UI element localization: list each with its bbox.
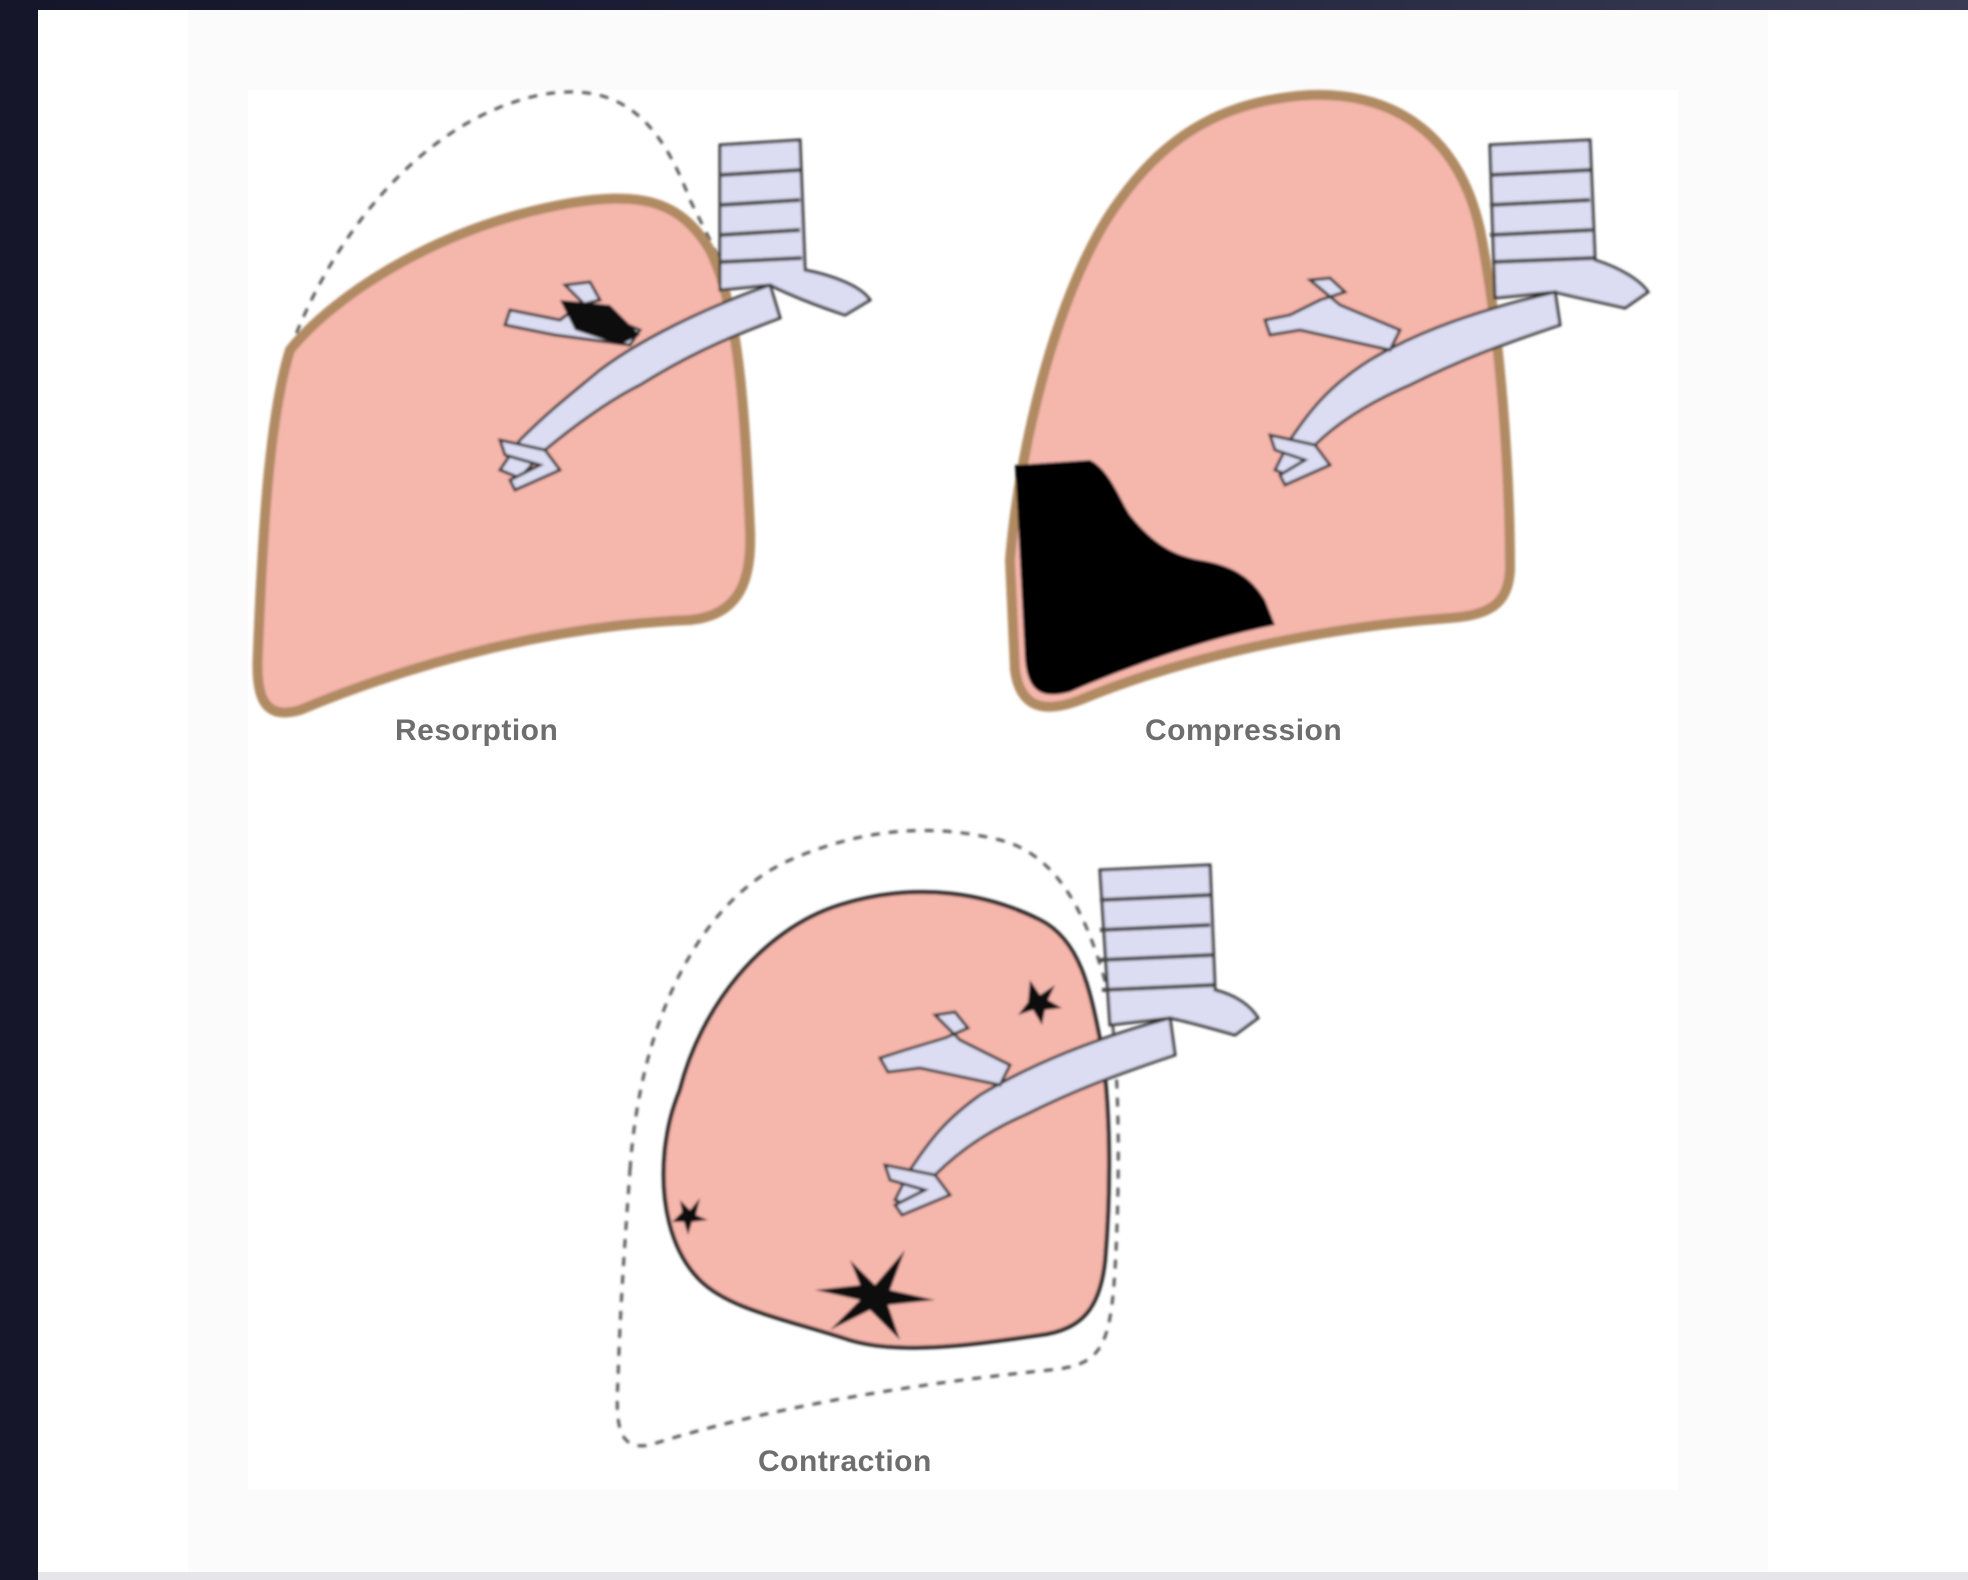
resorption-trachea — [720, 140, 870, 315]
compression-trachea — [1490, 140, 1648, 308]
compression-lung — [1010, 95, 1648, 707]
bottom-bar — [38, 1572, 1968, 1580]
caption-resorption: Resorption — [395, 714, 558, 748]
contraction-trachea — [1100, 865, 1258, 1035]
caption-compression: Compression — [1145, 714, 1342, 748]
caption-contraction: Contraction — [758, 1445, 932, 1479]
resorption-lung — [257, 92, 870, 713]
contraction-lung — [617, 830, 1258, 1445]
